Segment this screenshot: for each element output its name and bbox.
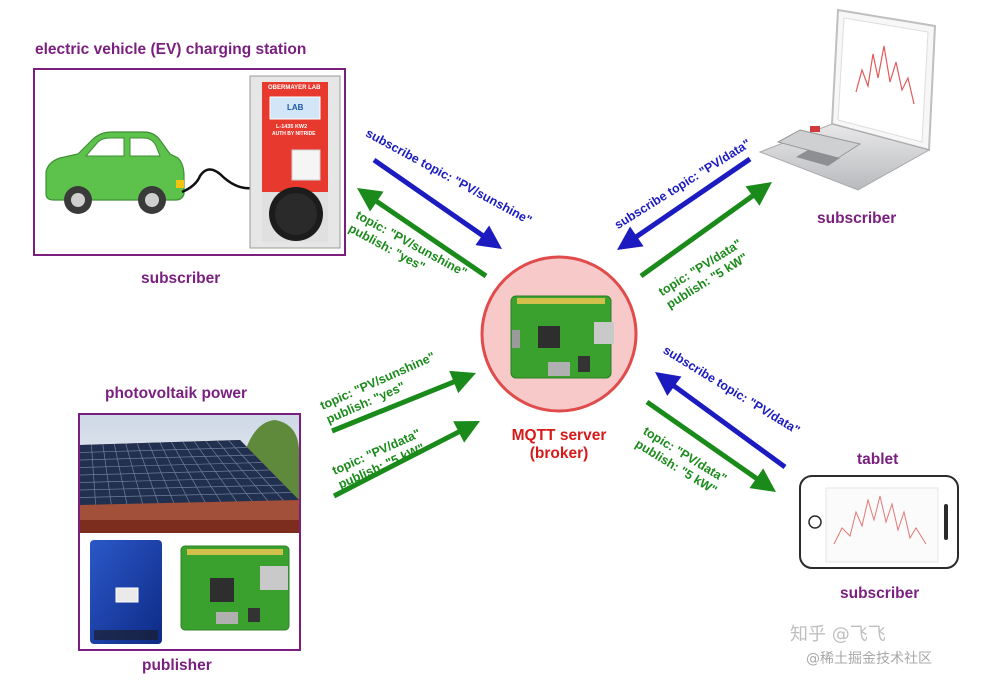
charger-screen-label: LAB: [287, 103, 304, 112]
charger-note: AUTH BY NITRIDE: [272, 131, 316, 137]
ev-subscribe-arrow: [372, 157, 502, 249]
laptop-role-label: subscriber: [817, 210, 897, 227]
pv-publish-data-arrow: [332, 421, 480, 499]
broker-label: MQTT server (broker): [499, 427, 619, 463]
ev-charging-station-panel: [33, 68, 346, 256]
pv-role-label: publisher: [142, 657, 212, 674]
tablet-role-label: subscriber: [840, 585, 920, 602]
laptop-publish-arrow: [639, 182, 772, 279]
charger-device: [249, 75, 341, 249]
ev-role-label: subscriber: [141, 270, 221, 287]
laptop-subscribe-arrow: [617, 156, 752, 250]
pv-title: photovoltaik power: [105, 385, 248, 402]
watermark-secondary: @稀土掘金技术社区: [806, 651, 932, 667]
laptop-icon: [758, 8, 937, 191]
ev-publish-arrow: [357, 188, 488, 279]
broker-subtitle: (broker): [529, 445, 589, 462]
car-icon: [45, 131, 185, 214]
photovoltaik-panel: [78, 413, 301, 651]
tablet-icon: [799, 475, 959, 569]
tablet-title: tablet: [857, 451, 899, 468]
tablet-publish-arrow: [645, 399, 776, 492]
inverter: [90, 540, 162, 644]
mqtt-broker-node: [480, 255, 638, 413]
broker-name: MQTT server: [511, 427, 607, 444]
message-arrows: [331, 156, 787, 499]
charger-brand: OBERMAYER LAB: [268, 85, 321, 91]
charger-info: L-1435 KW2: [276, 124, 308, 130]
raspberry-pi-board-small: [180, 545, 290, 631]
watermark-primary: 知乎 @飞飞: [790, 624, 886, 645]
tablet-subscribe-arrow: [655, 372, 787, 470]
pv-publish-sunshine-arrow: [331, 370, 476, 434]
ev-station-title: electric vehicle (EV) charging station: [35, 41, 307, 58]
raspberry-pi-board: [510, 295, 614, 379]
